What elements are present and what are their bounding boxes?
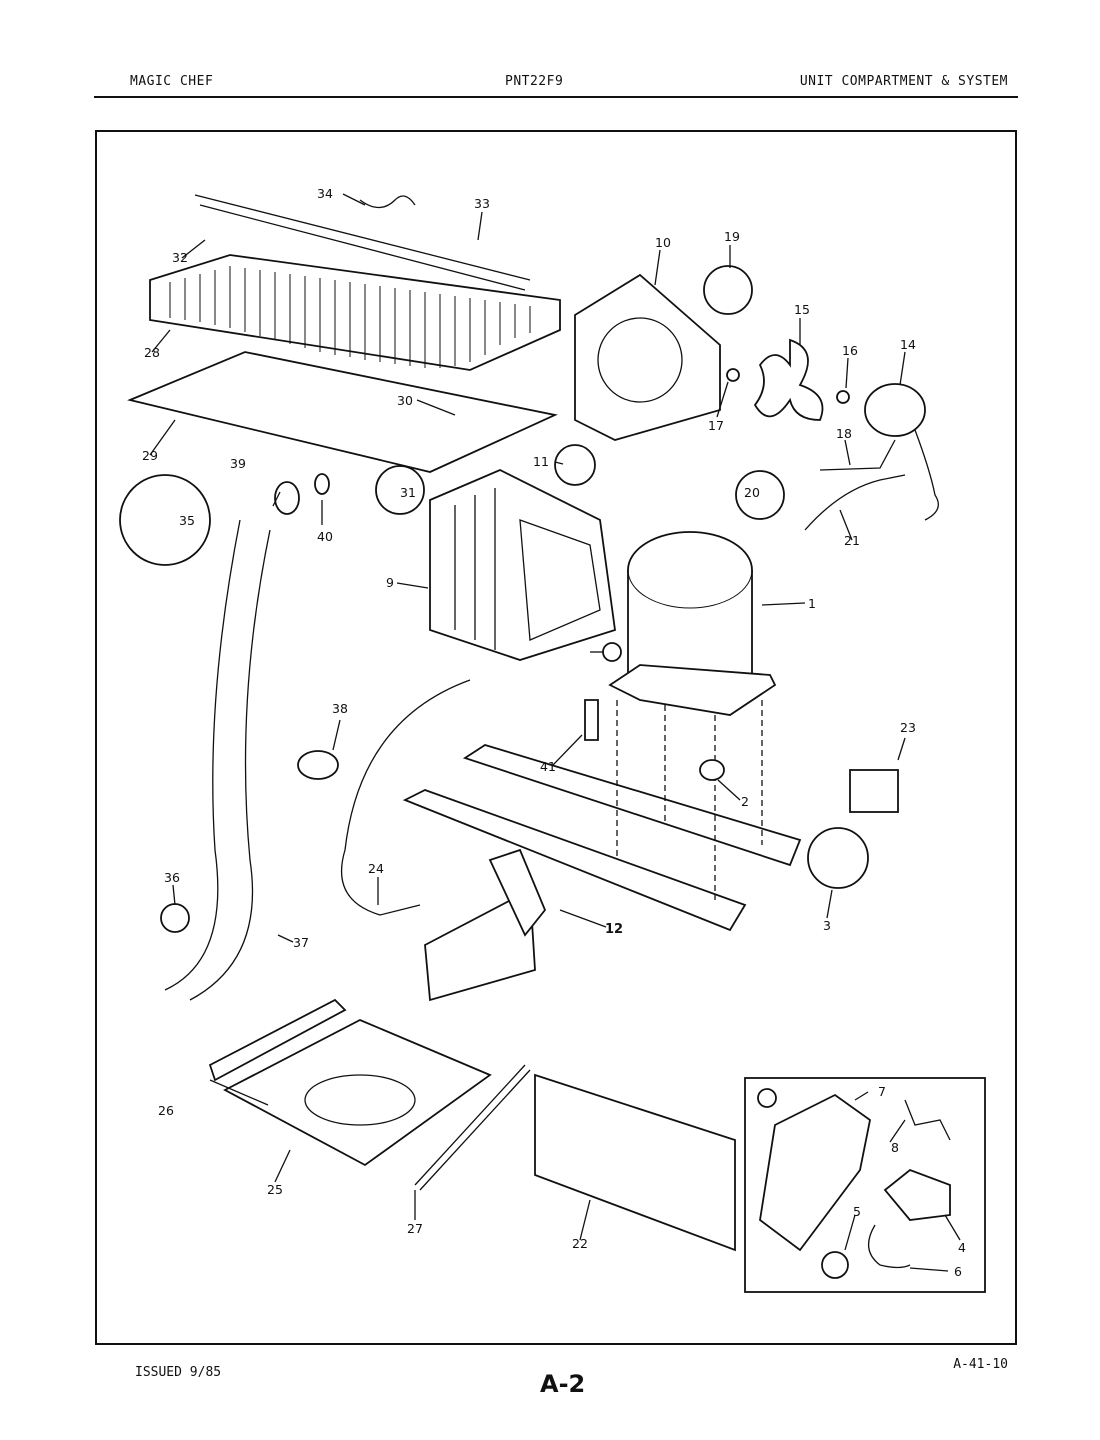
- clip-17: [726, 368, 740, 382]
- callout-28: 28: [144, 345, 160, 360]
- header-model: PNT22F9: [505, 74, 564, 89]
- tube-18: [819, 439, 896, 471]
- drain-hose: [164, 519, 271, 1001]
- strap-38: [297, 750, 339, 780]
- callout-4: 4: [958, 1240, 966, 1255]
- callout-38: 38: [332, 701, 348, 716]
- pan-rod: [414, 1064, 531, 1191]
- callout-12: 12: [605, 922, 623, 937]
- callout-23: 23: [900, 720, 916, 735]
- detail-inset-marker-label: 1: [763, 1093, 771, 1106]
- callout-35: 35: [179, 513, 195, 528]
- drain-pan: [208, 998, 492, 1167]
- detail-inset: [744, 1077, 986, 1293]
- grommet-11: [554, 444, 596, 486]
- callout-6: 6: [954, 1264, 962, 1279]
- callout-27: 27: [407, 1221, 423, 1236]
- detail-circle-31: [375, 465, 425, 515]
- header-rule: [94, 96, 1018, 98]
- callout-14: 14: [900, 337, 916, 352]
- power-cord: [340, 679, 471, 916]
- footer-page: A-2: [540, 1370, 586, 1398]
- nut-16: [836, 390, 850, 404]
- callout-11: 11: [533, 454, 549, 469]
- callout-8: 8: [891, 1140, 899, 1155]
- harness-21: [804, 474, 906, 531]
- relay-23: [849, 769, 899, 813]
- base-rails: [402, 744, 802, 1002]
- callout-labels: 34 33 32 28 29 30 31 35 39 40 10 19 15 1…: [142, 186, 966, 1279]
- condenser-coil: [149, 194, 561, 371]
- callout-25: 25: [267, 1182, 283, 1197]
- callout-10: 10: [655, 235, 671, 250]
- header-section: UNIT COMPARTMENT & SYSTEM: [799, 74, 1008, 89]
- wire-34: [359, 195, 416, 209]
- callout-18: 18: [836, 426, 852, 441]
- callout-41: 41: [540, 759, 556, 774]
- cap-36: [160, 903, 190, 933]
- motor-mount-19: [703, 265, 753, 315]
- callout-19: 19: [724, 229, 740, 244]
- callout-5: 5: [853, 1204, 861, 1219]
- detail-circle-35: [119, 474, 211, 566]
- callout-32: 32: [172, 250, 188, 265]
- grommet-40: [314, 473, 330, 495]
- fan-motor: [864, 383, 939, 521]
- callout-9: 9: [386, 575, 394, 590]
- fan-blade: [753, 338, 824, 421]
- callout-30: 30: [397, 393, 413, 408]
- drip-tray-29: [127, 351, 558, 473]
- callout-1: 1: [808, 596, 816, 611]
- callout-33: 33: [474, 196, 490, 211]
- footer-issued: ISSUED 9/85: [135, 1365, 222, 1380]
- detail-circle-20: [735, 470, 785, 520]
- detail-marker-label: 1: [608, 647, 616, 660]
- drain-heater-assembly: [429, 469, 616, 661]
- front-panel: [534, 1073, 736, 1252]
- callout-36: 36: [164, 870, 180, 885]
- callout-2: 2: [741, 794, 749, 809]
- callout-31: 31: [400, 485, 416, 500]
- compressor: [608, 531, 777, 716]
- callout-40: 40: [317, 529, 333, 544]
- header-brand: MAGIC CHEF: [130, 74, 214, 89]
- callout-39: 39: [230, 456, 246, 471]
- callout-37: 37: [293, 935, 309, 950]
- detail-circle-3: [807, 827, 869, 889]
- filter-drier-41: [584, 699, 599, 741]
- footer-code: A-41-10: [953, 1357, 1008, 1372]
- leader-lines: [149, 193, 961, 1272]
- callout-24: 24: [368, 861, 384, 876]
- detail-inset-marker: [757, 1088, 777, 1108]
- grommet-39: [274, 481, 300, 515]
- callout-29: 29: [142, 448, 158, 463]
- callout-20: 20: [744, 485, 760, 500]
- grommet-2: [699, 759, 725, 781]
- callout-15: 15: [794, 302, 810, 317]
- callout-16: 16: [842, 343, 858, 358]
- callout-26: 26: [158, 1103, 174, 1118]
- callout-22: 22: [572, 1236, 588, 1251]
- callout-3: 3: [823, 918, 831, 933]
- fan-shroud: [574, 273, 721, 441]
- callout-17: 17: [708, 418, 724, 433]
- callout-7: 7: [878, 1084, 886, 1099]
- diagram-frame: [95, 130, 1017, 1345]
- callout-21: 21: [844, 533, 860, 548]
- callout-34: 34: [317, 186, 333, 201]
